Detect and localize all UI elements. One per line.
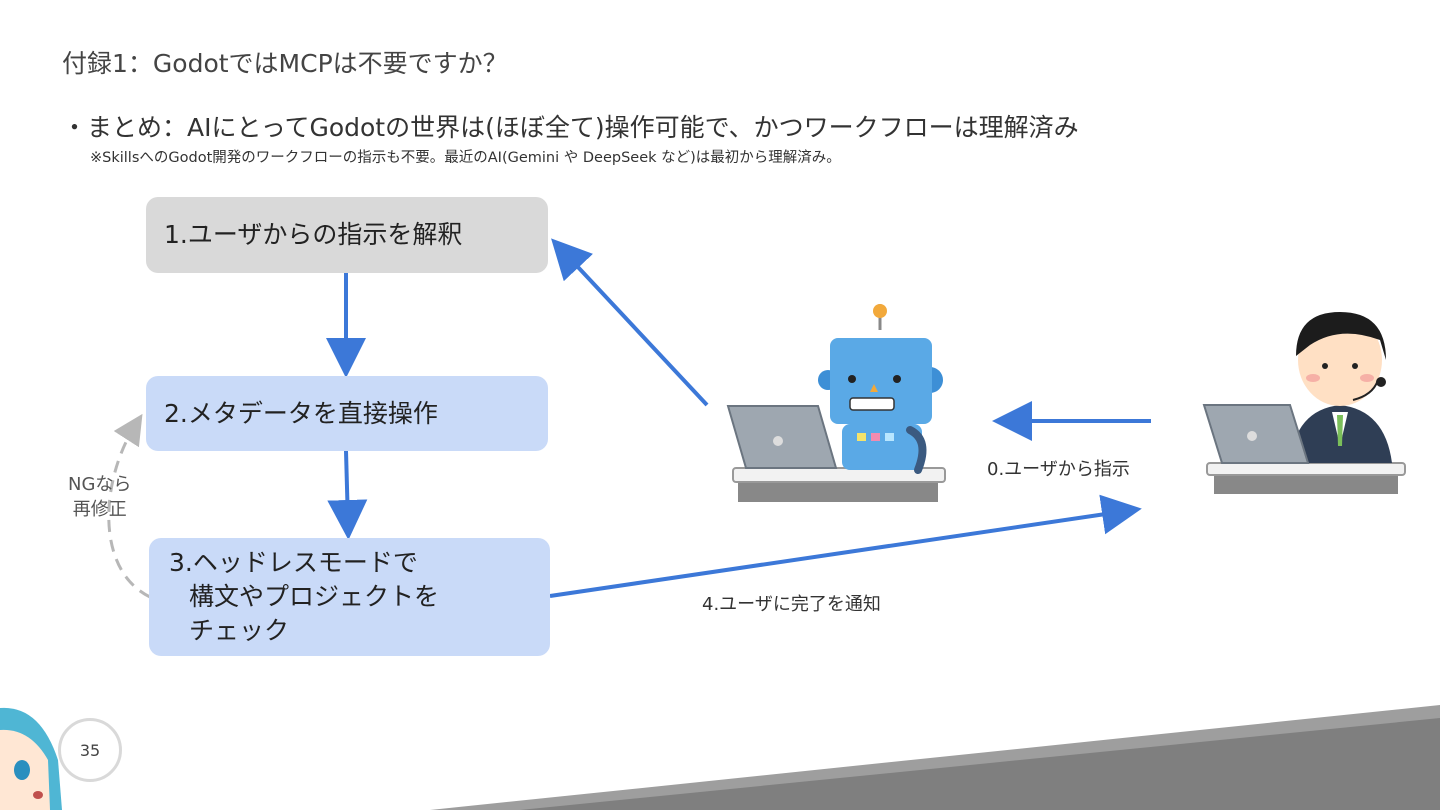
arrow-ai-to-step1 xyxy=(551,238,709,407)
footer-band-light xyxy=(520,718,1440,810)
summary-note: ※SkillsへのGodot開発のワークフローの指示も不要。最近のAI(Gemi… xyxy=(90,150,841,166)
notify-label: 4.ユーザに完了を通知 xyxy=(702,594,881,615)
arrow-step2-to-step3 xyxy=(327,450,368,540)
mascot-illustration xyxy=(0,707,62,810)
page-number: 35 xyxy=(58,718,122,782)
arrow-retry xyxy=(107,413,151,599)
page-number-text: 35 xyxy=(79,740,101,760)
step-1-box: 1.ユーザからの指示を解釈 xyxy=(146,197,548,273)
step-2-box: 2.メタデータを直接操作 xyxy=(146,376,548,451)
step-3-line-3: チェック xyxy=(189,616,290,645)
user-to-ai-label: 0.ユーザから指示 xyxy=(987,459,1130,480)
user-illustration xyxy=(1202,312,1406,494)
robot-illustration xyxy=(726,304,946,502)
retry-label-line-2: 再修正 xyxy=(72,499,127,520)
step-2-label: 2.メタデータを直接操作 xyxy=(164,398,438,428)
step-1-label: 1.ユーザからの指示を解釈 xyxy=(164,220,463,249)
arrow-step3-to-user xyxy=(549,494,1142,598)
step-3-line-1: 3.ヘッドレスモードで xyxy=(169,548,418,577)
summary-text: ・まとめ：AIにとってGodotの世界は(ほぼ全て)操作可能で、かつワークフロー… xyxy=(62,113,1079,142)
slide-title: 付録1：GodotではMCPは不要ですか？ xyxy=(62,49,508,78)
retry-label-line-1: NGなら xyxy=(68,474,132,495)
step-3-line-2: 構文やプロジェクトを xyxy=(189,582,440,611)
retry-label: NGなら 再修正 xyxy=(68,472,131,522)
step-3-box: 3.ヘッドレスモードで 構文やプロジェクトを チェック xyxy=(149,538,550,656)
